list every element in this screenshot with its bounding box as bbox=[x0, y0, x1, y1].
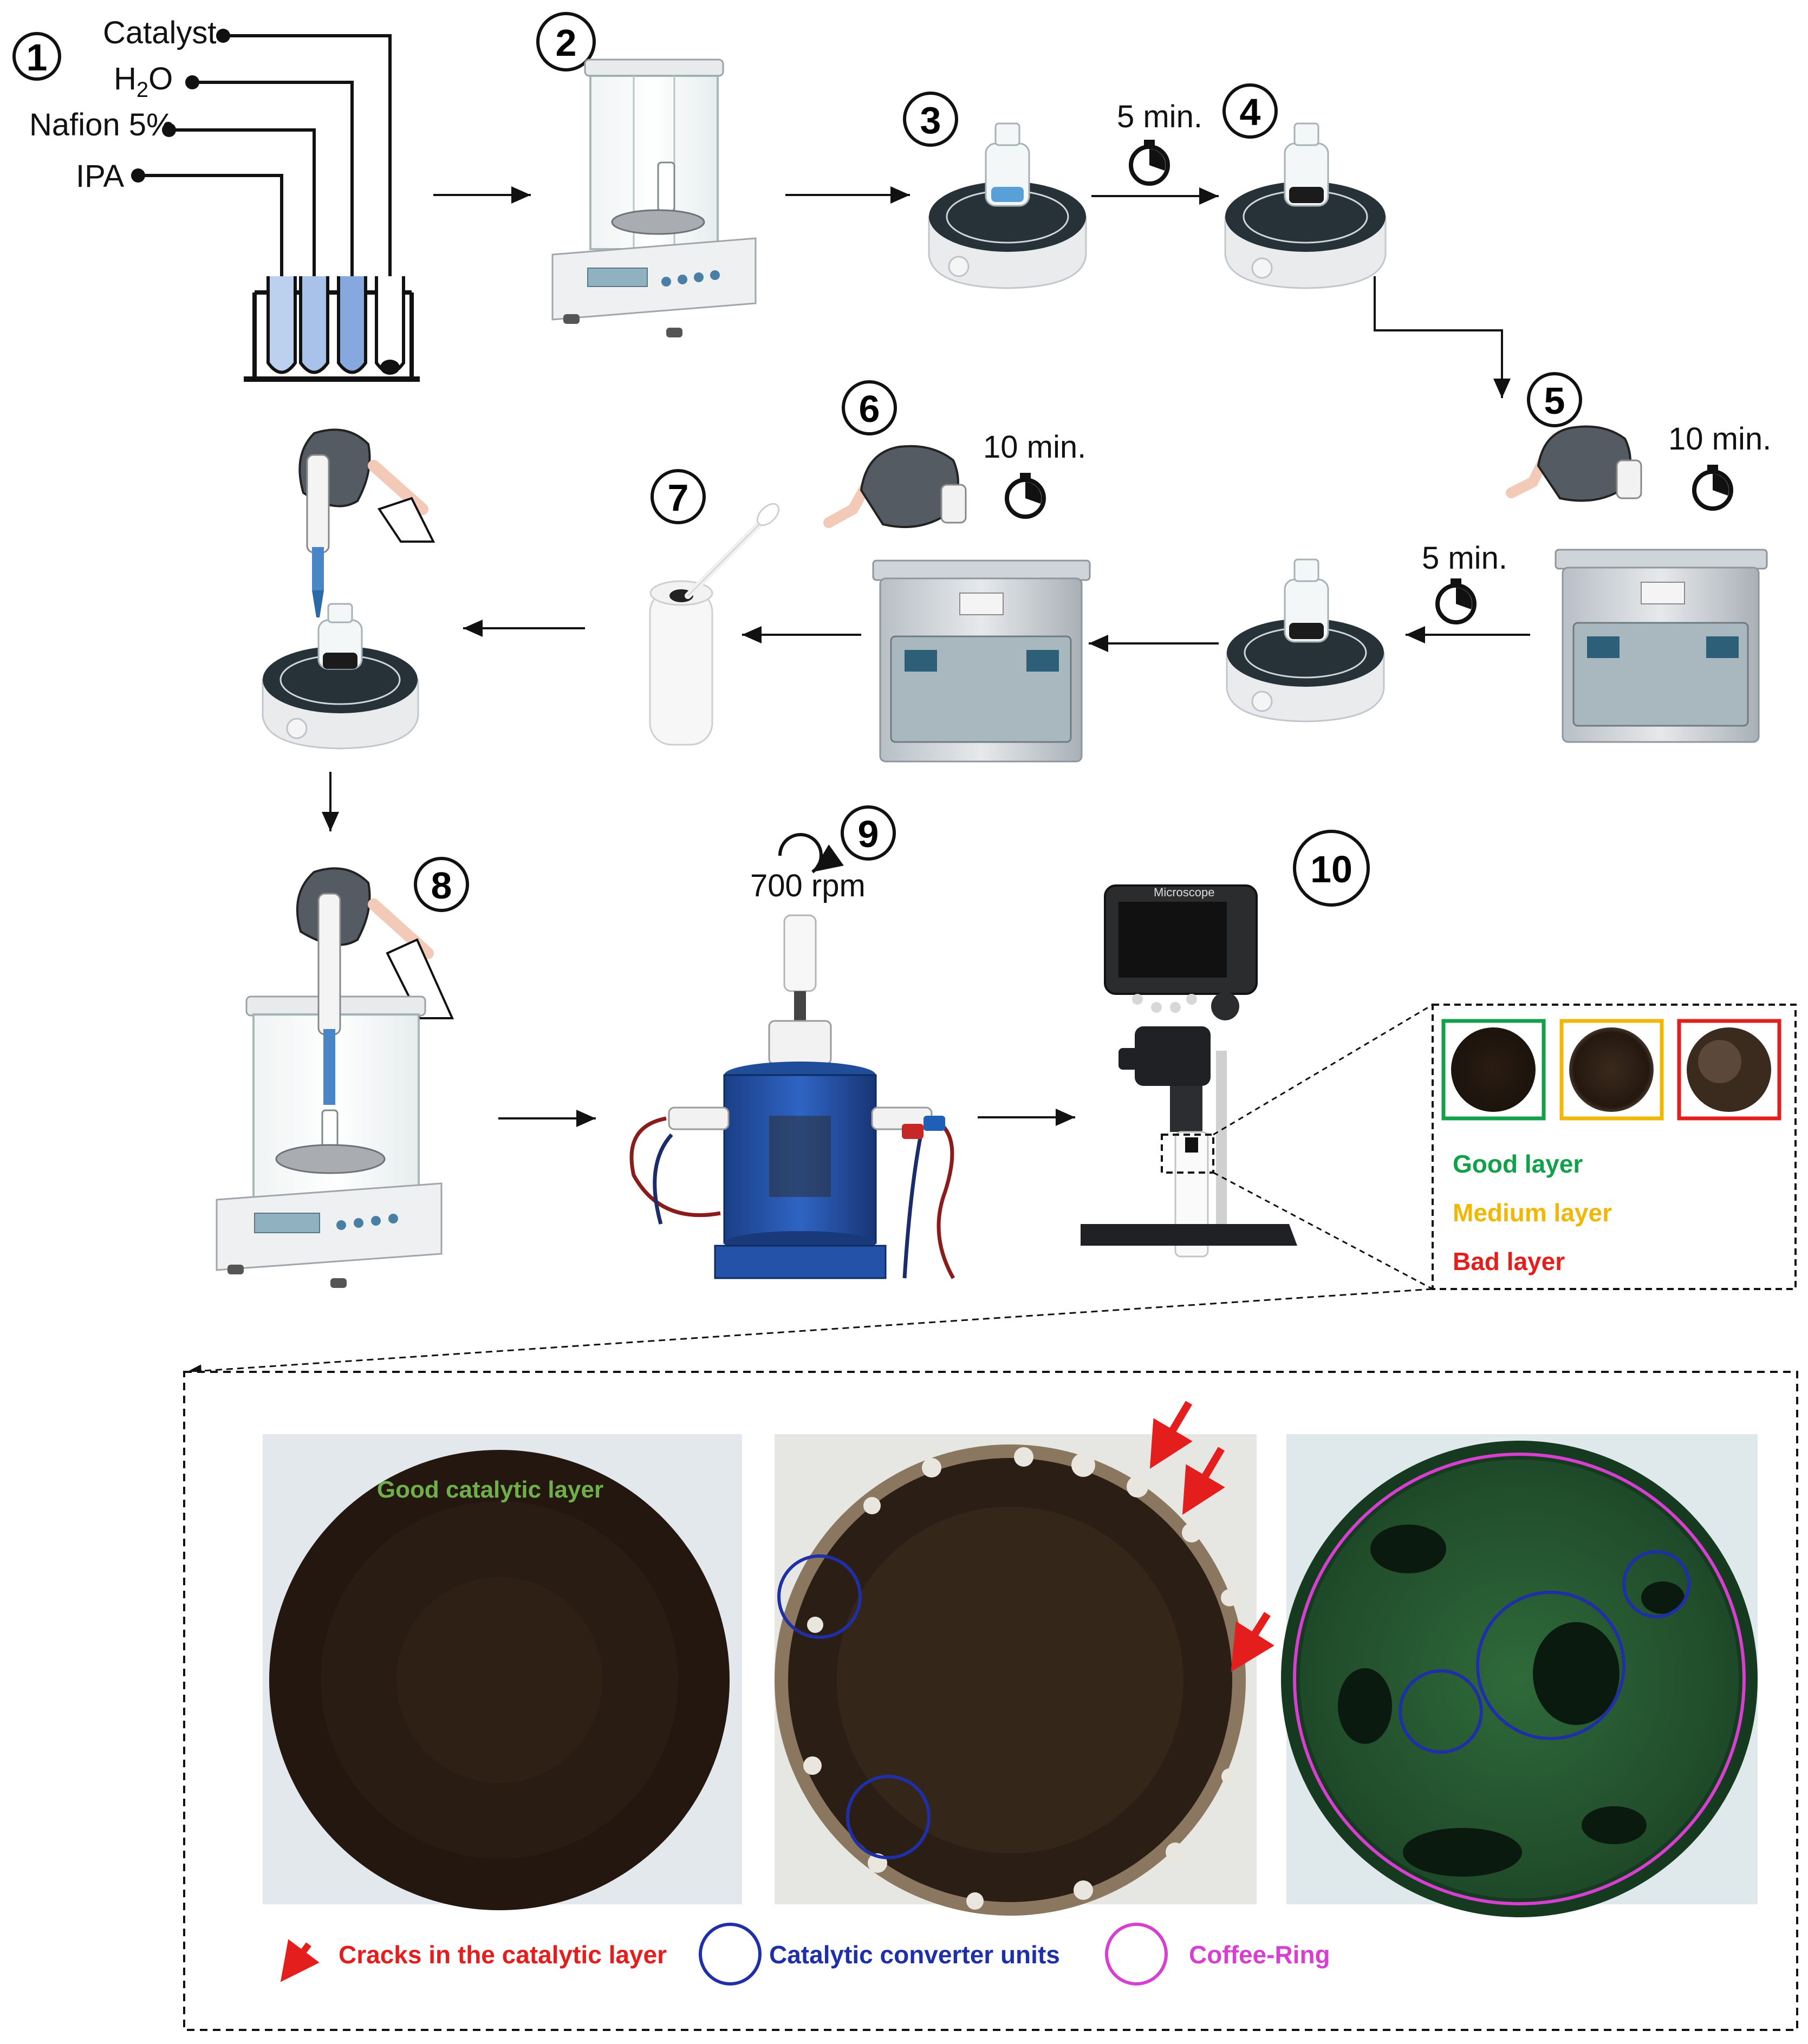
photo-coffee-ring-layer bbox=[1281, 1434, 1758, 1917]
step-5-marker bbox=[1527, 372, 1582, 427]
zoom-line-top bbox=[1213, 1004, 1433, 1136]
rotation-speed-label: 700 rpm bbox=[750, 868, 866, 903]
step-10: 10 Microscope bbox=[1081, 830, 1433, 1290]
step-9-number: 9 bbox=[858, 813, 879, 855]
step-10-number: 10 bbox=[1310, 848, 1352, 890]
reagent-water-label: H2O bbox=[114, 61, 173, 102]
step-6-number: 6 bbox=[859, 388, 880, 430]
step-8-number: 8 bbox=[431, 864, 452, 907]
gloved-hand-icon bbox=[823, 445, 967, 528]
arrow-4-to-5 bbox=[1374, 276, 1511, 398]
drop-casting-stage bbox=[262, 428, 435, 750]
test-tube-rack bbox=[244, 276, 420, 382]
micropipette-icon bbox=[306, 454, 330, 617]
gloved-hand-icon bbox=[1506, 425, 1642, 502]
analytical-balance-icon bbox=[551, 58, 757, 337]
lead-line-ipa bbox=[138, 174, 283, 279]
detail-panel: Good catalytic layer bbox=[183, 1371, 1798, 2031]
ultrasonic-bath-icon bbox=[1555, 549, 1768, 743]
stopwatch-icon bbox=[1435, 578, 1477, 624]
reagent-catalyst-label: Catalyst bbox=[103, 15, 217, 50]
step-8-marker bbox=[414, 857, 469, 912]
step-7: 7 bbox=[649, 469, 780, 746]
rotation-arrow-icon bbox=[778, 833, 844, 874]
quality-bad-label: Bad layer bbox=[1453, 1247, 1565, 1275]
electrode-cotton-swab-icon bbox=[649, 503, 780, 746]
step-10-marker bbox=[1293, 830, 1370, 907]
zoom-to-detail-line bbox=[186, 1288, 1433, 1378]
photo-good-layer: Good catalytic layer bbox=[263, 1434, 742, 1910]
stopwatch-icon bbox=[1005, 473, 1046, 519]
time-step-5: 10 min. bbox=[1668, 421, 1771, 457]
step-9-marker bbox=[841, 805, 896, 861]
step-9: 9 700 rpm bbox=[629, 805, 955, 1279]
step-4-marker bbox=[1222, 83, 1278, 139]
step-3: 3 bbox=[903, 92, 1087, 289]
rotating-disk-electrode-cell-icon bbox=[629, 914, 955, 1279]
legend: Cracks in the catalytic layer Catalytic … bbox=[280, 1923, 1330, 1986]
step-5-number: 5 bbox=[1544, 380, 1565, 422]
reagent-nafion-label: Nafion 5% bbox=[29, 107, 174, 142]
converter-unit-marker bbox=[1476, 1591, 1625, 1740]
stopwatch-icon bbox=[1129, 140, 1170, 186]
microscope-brand-label: Microscope bbox=[1154, 886, 1214, 899]
time-step-3-4: 5 min. bbox=[1117, 99, 1202, 134]
red-arrow-icon bbox=[280, 1939, 320, 1982]
converter-unit-marker bbox=[777, 1554, 862, 1639]
step-1: 1 Catalyst H2O Nafion 5% IPA bbox=[12, 15, 420, 382]
layer-quality-inset: Good layer Medium layer Bad layer bbox=[1432, 1004, 1797, 1290]
crack-arrow-icon bbox=[1231, 1612, 1274, 1672]
reagent-ipa-label: IPA bbox=[76, 159, 124, 194]
analytical-balance-icon bbox=[216, 893, 443, 1288]
coffee-ring-marker bbox=[1293, 1453, 1746, 1905]
good-catalytic-layer-label: Good catalytic layer bbox=[377, 1476, 603, 1503]
time-step-5-stir: 5 min. bbox=[1422, 541, 1507, 576]
lead-line-catalyst bbox=[223, 34, 392, 279]
ultrasonic-bath-icon bbox=[872, 559, 1091, 763]
lead-line-water bbox=[192, 81, 354, 279]
step-4-number: 4 bbox=[1240, 91, 1261, 133]
step-7-marker bbox=[651, 469, 706, 524]
step-6: 6 10 min. bbox=[823, 380, 1091, 763]
step-6-marker bbox=[842, 380, 897, 435]
legend-cracks-label: Cracks in the catalytic layer bbox=[339, 1941, 667, 1969]
step-5: 5 10 min. bbox=[1506, 372, 1771, 743]
magnetic-stirrer-icon bbox=[1224, 122, 1387, 289]
step-3-number: 3 bbox=[920, 99, 941, 141]
step-1-marker bbox=[12, 32, 61, 81]
step-8: 8 bbox=[216, 857, 469, 1288]
crack-arrow-icon bbox=[1182, 1447, 1225, 1515]
step-2: 2 bbox=[536, 12, 757, 337]
legend-coffee-ring-label: Coffee-Ring bbox=[1189, 1941, 1330, 1969]
converter-unit-marker bbox=[1622, 1550, 1690, 1618]
time-step-6: 10 min. bbox=[983, 429, 1086, 465]
magnetic-stirrer-icon bbox=[262, 603, 419, 750]
step-1-number: 1 bbox=[27, 36, 48, 79]
crack-arrow-icon bbox=[1149, 1401, 1193, 1469]
step-2-number: 2 bbox=[556, 22, 577, 64]
magnetic-stirrer-icon bbox=[1226, 558, 1385, 722]
stopwatch-icon bbox=[1692, 465, 1733, 511]
step-4: 4 bbox=[1222, 83, 1387, 289]
photo-cracked-layer bbox=[775, 1401, 1274, 1916]
step-7-number: 7 bbox=[668, 477, 689, 519]
converter-unit-marker bbox=[1399, 1669, 1483, 1754]
lead-line-nafion bbox=[169, 128, 316, 279]
converter-unit-marker bbox=[846, 1775, 931, 1859]
step-3-marker bbox=[903, 92, 958, 147]
step-2-marker bbox=[536, 12, 596, 71]
magnetic-stirrer-icon bbox=[928, 122, 1087, 289]
legend-converter-units-label: Catalytic converter units bbox=[769, 1941, 1060, 1969]
quality-medium-label: Medium layer bbox=[1453, 1199, 1612, 1227]
quality-good-label: Good layer bbox=[1453, 1150, 1583, 1178]
blue-circle-icon bbox=[699, 1923, 762, 1986]
zoom-source-box bbox=[1161, 1134, 1214, 1174]
zoom-line-bottom bbox=[1213, 1171, 1433, 1290]
digital-microscope-icon: Microscope bbox=[1081, 884, 1297, 1258]
magenta-circle-icon bbox=[1105, 1923, 1168, 1986]
